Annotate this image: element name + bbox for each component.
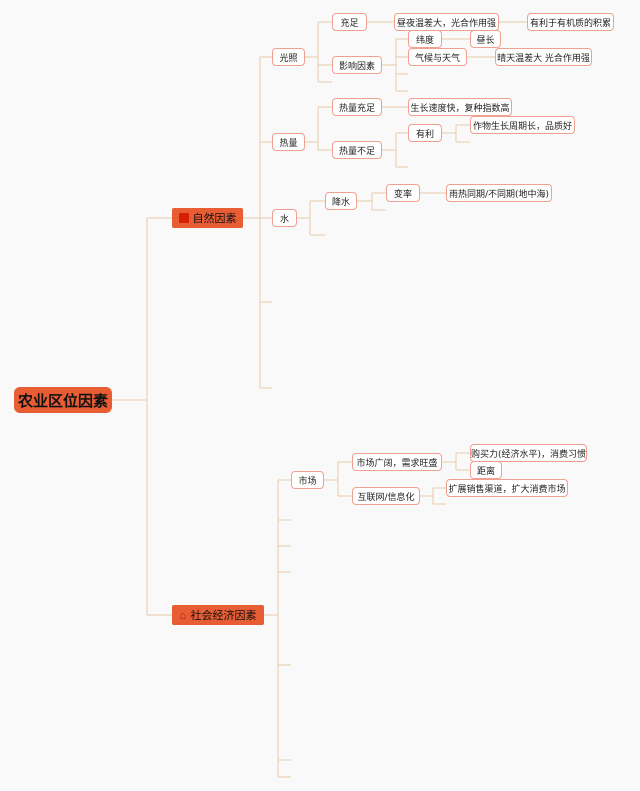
heat-insufficient-label: 热量不足 bbox=[338, 146, 375, 157]
heat-sufficient-label: 热量充足 bbox=[338, 103, 375, 114]
light-node[interactable]: 光照 bbox=[272, 48, 305, 66]
expand-channels-label: 扩展销售渠道，扩大消费市场 bbox=[448, 484, 566, 495]
heat-sufficient-node[interactable]: 热量充足 bbox=[332, 98, 382, 116]
house-icon: ⌂ bbox=[179, 608, 187, 622]
favorable-label: 有利 bbox=[415, 129, 434, 140]
climate-weather-label: 气候与天气 bbox=[414, 53, 460, 64]
fast-growth-label: 生长速度快，复种指数高 bbox=[410, 103, 510, 114]
sunny-temp-diff-label: 晴天温差大 光合作用强 bbox=[497, 53, 590, 64]
broad-market-label: 市场广阔，需求旺盛 bbox=[356, 458, 438, 469]
variability-node[interactable]: 变率 bbox=[386, 184, 420, 202]
precipitation-node[interactable]: 降水 bbox=[325, 192, 357, 210]
natural-factors-label: 自然因素 bbox=[192, 212, 237, 225]
internet-node[interactable]: 互联网/信息化 bbox=[352, 487, 420, 505]
latitude-node[interactable]: 纬度 bbox=[408, 30, 442, 48]
root-label: 农业区位因素 bbox=[17, 391, 108, 410]
red-square-icon bbox=[178, 213, 189, 223]
light-label: 光照 bbox=[279, 53, 298, 64]
favorable-node[interactable]: 有利 bbox=[408, 124, 442, 142]
latitude-label: 纬度 bbox=[415, 35, 434, 46]
expand-channels-node[interactable]: 扩展销售渠道，扩大消费市场 bbox=[446, 479, 568, 497]
social-factors-label: 社会经济因素 bbox=[190, 609, 257, 622]
long-growth-cycle-node[interactable]: 作物生长周期长，品质好 bbox=[470, 116, 575, 134]
day-night-temp-node[interactable]: 昼夜温差大，光合作用强 bbox=[394, 13, 499, 31]
purchasing-power-label: 购买力(经济水平)，消费习惯 bbox=[470, 449, 587, 460]
rain-heat-period-label: 雨热同期/不同期(地中海) bbox=[448, 189, 550, 200]
market-label: 市场 bbox=[298, 476, 317, 487]
internet-label: 互联网/信息化 bbox=[357, 492, 415, 503]
organic-accumulation-node[interactable]: 有利于有机质的积累 bbox=[527, 13, 614, 31]
fast-growth-node[interactable]: 生长速度快，复种指数高 bbox=[408, 98, 512, 116]
purchasing-power-node[interactable]: 购买力(经济水平)，消费习惯 bbox=[470, 444, 587, 462]
heat-node[interactable]: 热量 bbox=[272, 133, 305, 151]
social-factors-node[interactable]: ⌂ 社会经济因素 bbox=[172, 605, 264, 625]
variability-label: 变率 bbox=[393, 189, 412, 200]
heat-label: 热量 bbox=[279, 138, 298, 149]
distance-label: 距离 bbox=[476, 466, 495, 477]
light-sufficient-label: 充足 bbox=[340, 18, 359, 29]
day-length-label: 昼长 bbox=[476, 35, 495, 46]
organic-accumulation-label: 有利于有机质的积累 bbox=[529, 18, 611, 29]
market-node[interactable]: 市场 bbox=[291, 471, 324, 489]
light-sufficient-node[interactable]: 充足 bbox=[332, 13, 367, 31]
water-label: 水 bbox=[279, 214, 289, 225]
rain-heat-period-node[interactable]: 雨热同期/不同期(地中海) bbox=[446, 184, 552, 202]
long-growth-cycle-label: 作物生长周期长，品质好 bbox=[472, 121, 572, 132]
heat-insufficient-node[interactable]: 热量不足 bbox=[332, 141, 382, 159]
light-factors-label: 影响因素 bbox=[338, 61, 375, 72]
day-length-node[interactable]: 昼长 bbox=[470, 30, 501, 48]
light-factors-node[interactable]: 影响因素 bbox=[332, 56, 382, 74]
water-node[interactable]: 水 bbox=[272, 209, 297, 227]
distance-node[interactable]: 距离 bbox=[470, 461, 502, 479]
broad-market-node[interactable]: 市场广阔，需求旺盛 bbox=[352, 453, 442, 471]
precipitation-label: 降水 bbox=[331, 197, 350, 208]
day-night-temp-label: 昼夜温差大，光合作用强 bbox=[396, 18, 496, 29]
climate-weather-node[interactable]: 气候与天气 bbox=[408, 48, 467, 66]
natural-factors-node[interactable]: 自然因素 bbox=[172, 208, 243, 228]
sunny-temp-diff-node[interactable]: 晴天温差大 光合作用强 bbox=[495, 48, 592, 66]
root-node[interactable]: 农业区位因素 bbox=[14, 387, 112, 413]
